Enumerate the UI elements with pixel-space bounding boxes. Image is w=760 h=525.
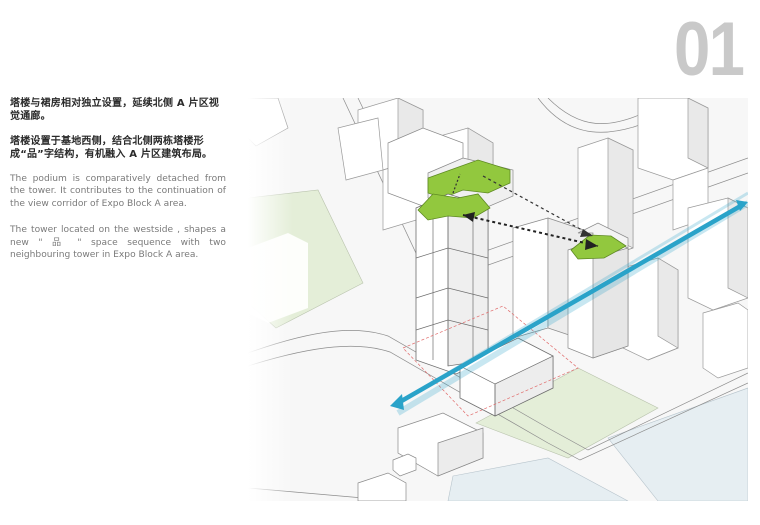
water-area	[447, 457, 629, 501]
left-fade-overlay	[248, 98, 293, 501]
foreground-buildings	[357, 412, 484, 501]
neighbour-tower-east	[512, 217, 629, 359]
description-cn-2: 塔楼设置于基地西侧，结合北侧两栋塔楼形成“品”字结构，有机融入 A 片区建筑布局…	[10, 136, 213, 160]
view-corridor-arrow	[390, 191, 748, 416]
page-number: 01	[674, 7, 745, 92]
description-cn-1: 塔楼与裙房相对独立设置，延续北侧 A 片区视觉通廊。	[10, 98, 220, 122]
site-boundary	[402, 305, 579, 417]
axonometric-diagram	[248, 98, 748, 501]
project-podium	[459, 337, 554, 417]
description-panel: 塔楼与裙房相对独立设置，延续北侧 A 片区视觉通廊。 塔楼设置于基地西侧，结合北…	[10, 97, 226, 275]
description-en-2: The tower located on the westside , shap…	[10, 225, 226, 261]
description-en-1: The podium is comparatively detached fro…	[10, 174, 226, 209]
project-tower	[415, 193, 491, 375]
relationship-arrows	[452, 173, 599, 250]
